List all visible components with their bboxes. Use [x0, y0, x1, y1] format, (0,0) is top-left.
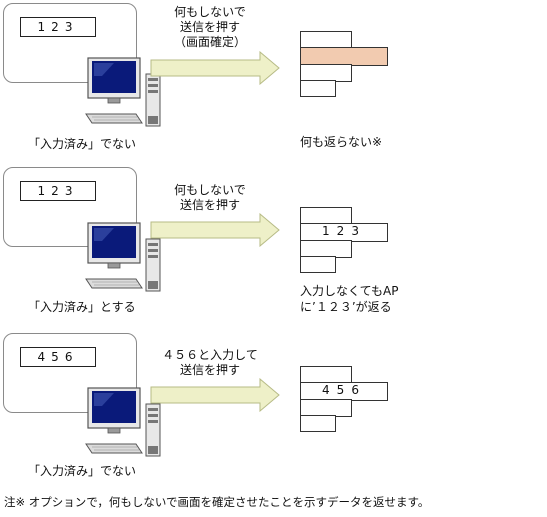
screen-input-field-3: 456: [20, 347, 96, 367]
row-caption-3: 「入力済み」でない: [28, 464, 137, 478]
row-caption-1: 「入力済み」でない: [28, 137, 137, 151]
footnote: 注※ オプションで，何もしないで画面を確定させたことを示すデータを返せます。: [4, 495, 430, 509]
pc-graphic: [85, 222, 161, 292]
screen-input-field-1: 123: [20, 17, 96, 37]
arrow-label-1: 何もしないで 送信を押す （画面確定）: [173, 5, 246, 49]
screen-input-field-2: 123: [20, 181, 96, 201]
arrow-3: [150, 378, 280, 412]
result-box-bottom-3: [300, 415, 336, 432]
result-box-bottom-1: [300, 80, 336, 97]
pc-graphic: [85, 57, 161, 127]
row-caption-2: 「入力済み」とする: [28, 300, 136, 314]
arrow-2: [150, 213, 280, 247]
arrow-label-3: ４５６と入力して 送信を押す: [162, 348, 258, 377]
result-value-bar-3: 456: [300, 382, 388, 401]
client-screen-1: 123: [3, 3, 137, 83]
pc-graphic: [85, 387, 161, 457]
result-text-2: 入力しなくてもAP に’１２３’が返る: [300, 284, 399, 314]
result-box-bottom-2: [300, 256, 336, 273]
result-text-1: 何も返らない※: [300, 135, 383, 149]
computer-icon-1: [84, 56, 164, 131]
arrow-1: [150, 51, 280, 85]
computer-icon-2: [84, 221, 164, 296]
computer-icon-3: [84, 386, 164, 461]
arrow-label-2: 何もしないで 送信を押す: [174, 183, 246, 212]
